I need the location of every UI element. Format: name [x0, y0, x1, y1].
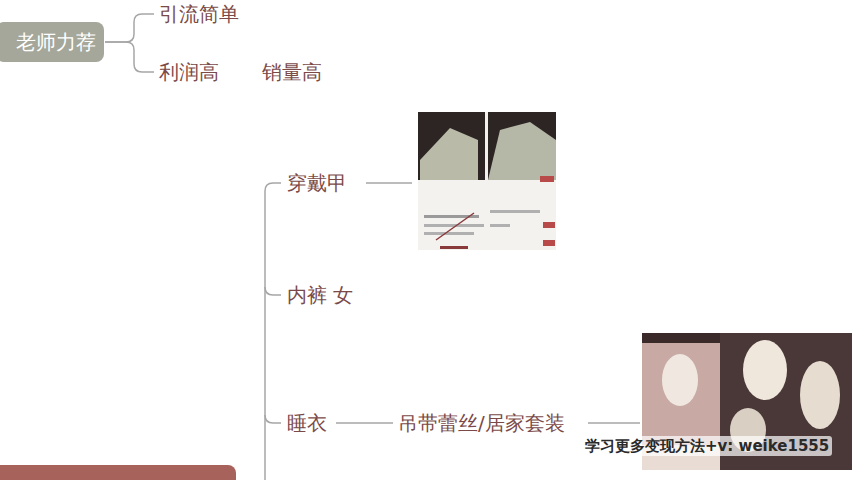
leader-line [366, 182, 412, 184]
branch-topic: 引流简单 [157, 1, 241, 27]
branch-connector [336, 422, 393, 424]
branch-topic: 穿戴甲 [285, 170, 349, 196]
branch-topic: 利润高 [157, 59, 221, 85]
root-topic: 老师力荐 [0, 22, 104, 62]
branch-bar [0, 465, 236, 480]
topic-text: 吊带蕾丝/居家套装 [398, 410, 565, 436]
topic-text: 睡衣 [287, 410, 327, 436]
topic-text: 利润高 [159, 59, 219, 85]
branch-line [265, 183, 281, 480]
topic-text: 老师力荐 [16, 29, 96, 55]
branch-note: 销量高 [262, 59, 322, 85]
branch-topic: 内裤 女 [285, 282, 355, 308]
topic-text: 引流简单 [159, 1, 239, 27]
sub-topic: 吊带蕾丝/居家套装 [396, 410, 567, 436]
watermark: 学习更多变现方法+v: weike1555 [582, 436, 832, 456]
topic-text: 穿戴甲 [287, 170, 347, 196]
branch-line [265, 287, 281, 295]
branch-connector [105, 42, 154, 72]
product-screenshot [418, 112, 556, 250]
branch-connector [105, 14, 154, 42]
branch-line [265, 415, 281, 423]
branch-topic: 睡衣 [285, 410, 329, 436]
leader-line [588, 422, 640, 424]
topic-text: 内裤 女 [287, 282, 353, 308]
